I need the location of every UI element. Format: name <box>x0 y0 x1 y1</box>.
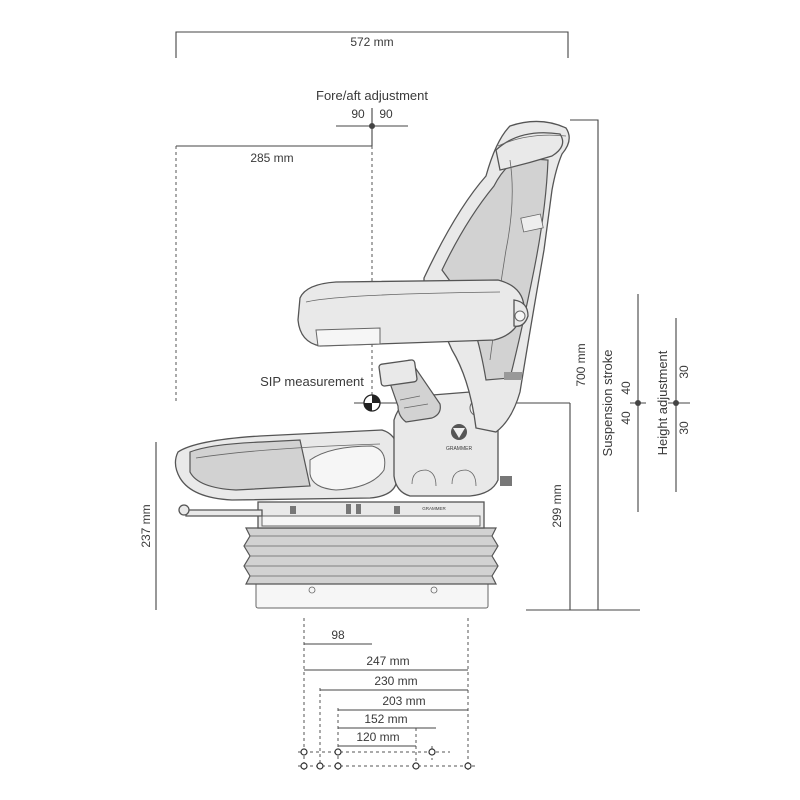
base-brand-text: GRAMMER <box>422 506 446 511</box>
fore-aft-right-value: 90 <box>379 107 393 121</box>
seat-illustration: GRAMMER GRAMMER <box>174 120 570 609</box>
fore-aft-lever <box>178 504 263 517</box>
front-to-sip-label: 285 mm <box>250 151 293 165</box>
suspension-stroke-dimension: Suspension stroke 40 40 <box>600 294 646 512</box>
seat-cushion <box>174 429 399 501</box>
dim-98-label: 98 <box>331 628 345 642</box>
overall-width-dimension: 572 mm <box>175 31 569 58</box>
total-height-label: 700 mm <box>574 343 588 386</box>
base-height-label: 237 mm <box>139 504 153 547</box>
suspension-stroke-label: Suspension stroke <box>600 350 615 457</box>
total-height-dimension: 700 mm <box>526 119 640 611</box>
sip-height-label: 299 mm <box>550 484 564 527</box>
height-adjustment-dimension: Height adjustment 30 30 <box>655 318 691 492</box>
front-to-sip-dimension: 285 mm <box>175 145 373 404</box>
sip-label: SIP measurement <box>260 374 364 389</box>
seat-logo-text: GRAMMER <box>446 446 473 452</box>
overall-width-label: 572 mm <box>350 35 393 49</box>
bottom-mounting-dimensions: 98 247 mm 230 mm 203 mm 152 mm 120 mm <box>298 618 478 770</box>
suspension-up-value: 40 <box>619 381 633 395</box>
mounting-hole-markers <box>300 748 472 770</box>
fore-aft-label: Fore/aft adjustment <box>316 88 428 103</box>
dim-247-label: 247 mm <box>366 654 409 668</box>
seat-base: GRAMMER <box>243 501 499 609</box>
base-height-dimension: 237 mm <box>139 442 157 610</box>
dim-230-label: 230 mm <box>374 674 417 688</box>
fore-aft-dimension: Fore/aft adjustment 90 90 <box>316 88 428 146</box>
height-up-value: 30 <box>677 365 691 379</box>
suspension-down-value: 40 <box>619 411 633 425</box>
sip-height-dimension: 299 mm <box>550 403 571 610</box>
dim-152-label: 152 mm <box>364 712 407 726</box>
dim-203-label: 203 mm <box>382 694 425 708</box>
seat-belt <box>378 359 441 423</box>
dim-120-label: 120 mm <box>356 730 399 744</box>
armrest <box>297 279 529 347</box>
fore-aft-left-value: 90 <box>351 107 365 121</box>
height-adjustment-label: Height adjustment <box>655 350 670 455</box>
height-down-value: 30 <box>677 421 691 435</box>
